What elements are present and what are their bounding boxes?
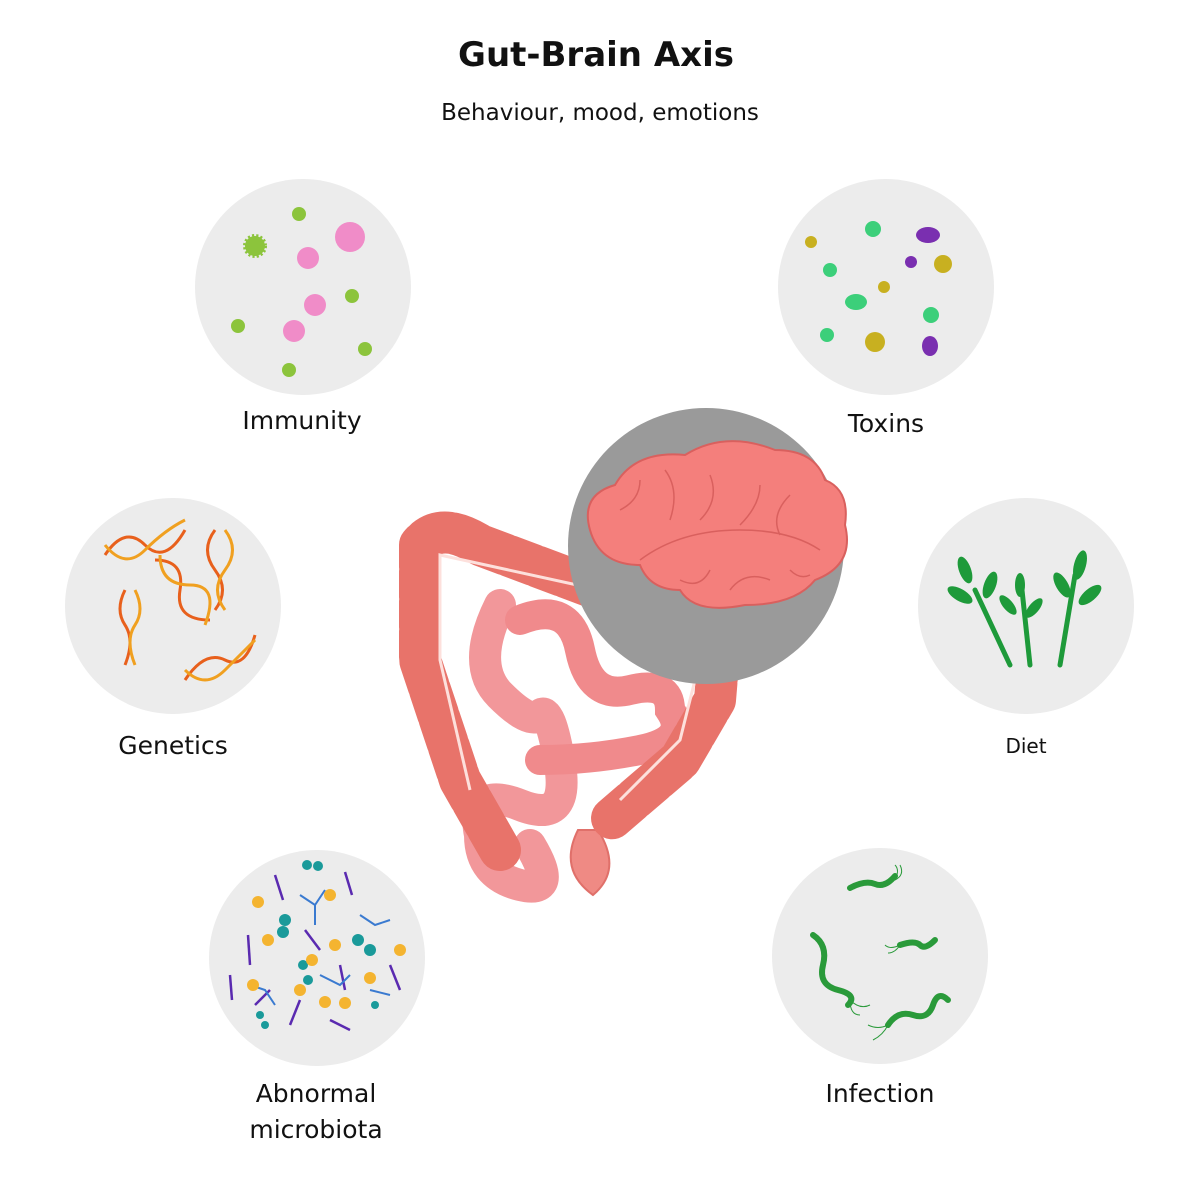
diet-circle — [918, 498, 1134, 714]
abnormal-microbiota-circle — [209, 850, 425, 1066]
genetics-circle — [65, 498, 281, 714]
toxins-circle — [778, 179, 994, 395]
diagram-title: Gut-Brain Axis — [458, 35, 734, 75]
diet-label: Diet — [1005, 734, 1046, 758]
immunity-circle — [195, 179, 411, 395]
diagram-subtitle: Behaviour, mood, emotions — [441, 100, 759, 126]
toxins-label: Toxins — [847, 409, 924, 438]
abnormal-microbiota-label-line2: microbiota — [249, 1115, 382, 1144]
infection-circle — [772, 848, 988, 1064]
infection-label: Infection — [825, 1079, 934, 1108]
abnormal-microbiota-label-line1: Abnormal — [256, 1079, 377, 1108]
immunity-label: Immunity — [242, 406, 362, 435]
genetics-label: Genetics — [118, 731, 228, 760]
brain-circle — [568, 408, 848, 684]
